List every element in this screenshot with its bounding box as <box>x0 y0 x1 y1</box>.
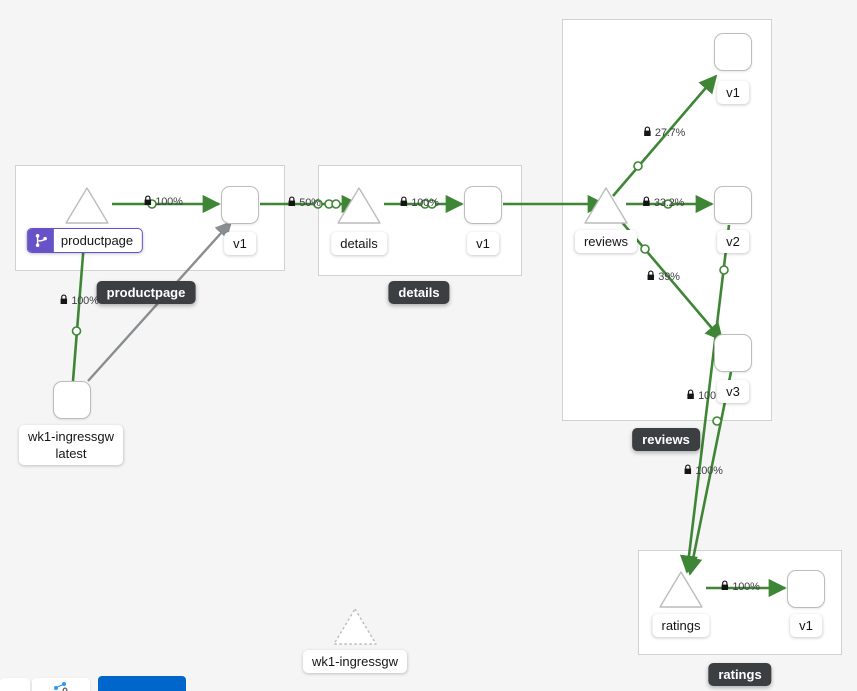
node-label-reviews-v2: v2 <box>717 230 749 253</box>
toolbar-legend-control[interactable] <box>32 678 90 691</box>
node-shape-triangle <box>65 187 109 224</box>
node-label-reviews-v3: v3 <box>717 380 749 403</box>
edge-reviews-v3-to-ratings[interactable] <box>684 371 733 576</box>
node-shape-box <box>714 334 752 372</box>
node-ratings-service[interactable] <box>658 570 704 615</box>
virtual-service-badge-productpage[interactable]: productpage <box>26 228 144 253</box>
edge-reviews-to-v2[interactable] <box>626 194 714 214</box>
node-details-v1[interactable] <box>464 186 502 224</box>
node-label-details-v1: v1 <box>467 232 499 255</box>
virtual-service-badge-label: productpage <box>60 233 134 248</box>
group-chip-productpage[interactable]: productpage <box>96 281 196 304</box>
node-reviews-service[interactable] <box>583 186 629 231</box>
group-chip-details[interactable]: details <box>388 281 450 304</box>
node-reviews-v2[interactable] <box>714 186 752 224</box>
node-shape-triangle <box>337 187 381 224</box>
edge-productpage-to-v1[interactable] <box>112 194 221 214</box>
node-ratings-v1[interactable] <box>787 570 825 608</box>
node-shape-triangle <box>584 187 628 224</box>
edge-ingressgw-to-productpage[interactable] <box>71 234 93 382</box>
share-nodes-icon <box>53 679 69 691</box>
node-label-wk1-ingressgw: wk1-ingressgw latest <box>19 425 123 465</box>
node-reviews-v3[interactable] <box>714 334 752 372</box>
edge-reviews-v2-to-ratings[interactable] <box>679 224 731 574</box>
group-chip-ratings[interactable]: ratings <box>708 663 772 686</box>
edge-details-to-v1[interactable] <box>384 194 464 214</box>
node-wk1-ingressgw[interactable] <box>53 381 91 419</box>
node-shape-triangle <box>659 571 703 608</box>
group-chip-reviews[interactable]: reviews <box>632 428 700 451</box>
node-shape-box <box>53 381 91 419</box>
code-branch-icon <box>27 229 54 252</box>
node-shape-box <box>714 33 752 71</box>
edge-reviews-to-v1[interactable] <box>612 74 718 197</box>
node-label-ratings-v1: v1 <box>790 614 822 637</box>
node-label-reviews-service: reviews <box>574 230 638 253</box>
node-shape-box <box>221 186 259 224</box>
node-productpage-v1[interactable] <box>221 186 259 224</box>
node-shape-triangle-dashed <box>333 608 377 645</box>
node-label-details-service: details <box>331 232 387 255</box>
node-shape-box <box>714 186 752 224</box>
node-label-wk1-ingressgw-floating: wk1-ingressgw <box>303 650 407 673</box>
node-label-line-2: latest <box>55 446 87 461</box>
node-label-productpage-v1: v1 <box>224 232 256 255</box>
node-shape-box <box>464 186 502 224</box>
node-productpage-service[interactable] <box>64 186 110 231</box>
node-label-line-1: wk1-ingressgw <box>28 429 114 444</box>
node-label-reviews-v1: v1 <box>717 81 749 104</box>
node-wk1-ingressgw-floating[interactable] <box>332 607 378 652</box>
node-reviews-v1[interactable] <box>714 33 752 71</box>
toolbar-zoom-control[interactable] <box>0 678 30 691</box>
toolbar-primary-button[interactable] <box>98 676 186 691</box>
edge-productpage-v1-to-details[interactable] <box>260 194 360 214</box>
node-details-service[interactable] <box>336 186 382 231</box>
node-shape-box <box>787 570 825 608</box>
node-label-ratings-service: ratings <box>652 614 710 637</box>
